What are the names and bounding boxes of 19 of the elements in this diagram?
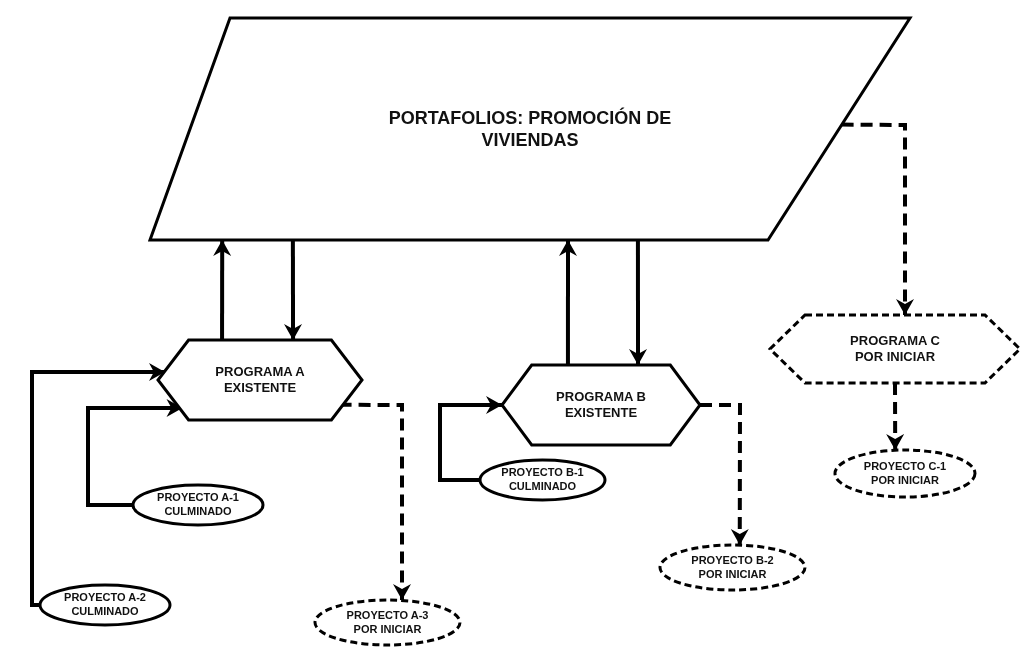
node-label: PROGRAMA C POR INICIAR (849, 332, 941, 366)
node-label: PROGRAMA A EXISTENTE (214, 363, 306, 397)
node-label: PROGRAMA B EXISTENTE (555, 388, 647, 422)
arrow (700, 403, 749, 545)
node-label: PORTAFOLIOS: PROMOCIÓN DE VIVIENDAS (387, 106, 673, 152)
arrow (30, 363, 165, 607)
node-label: PROYECTO A-2 CULMINADO (63, 591, 147, 619)
arrow (559, 240, 577, 365)
arrow (629, 240, 647, 365)
node-label: PROYECTO C-1 POR INICIAR (862, 459, 948, 488)
node-label: PROYECTO A-1 CULMINADO (156, 491, 240, 519)
arrow (438, 396, 502, 482)
node-label: PROYECTO B-1 CULMINADO (500, 466, 585, 494)
arrow (213, 240, 232, 340)
arrow (886, 383, 905, 450)
node-label: PROYECTO B-2 POR INICIAR (690, 553, 775, 582)
arrow (284, 240, 302, 340)
node-label: PROYECTO A-3 POR INICIAR (345, 608, 430, 637)
arrow (841, 122, 914, 315)
